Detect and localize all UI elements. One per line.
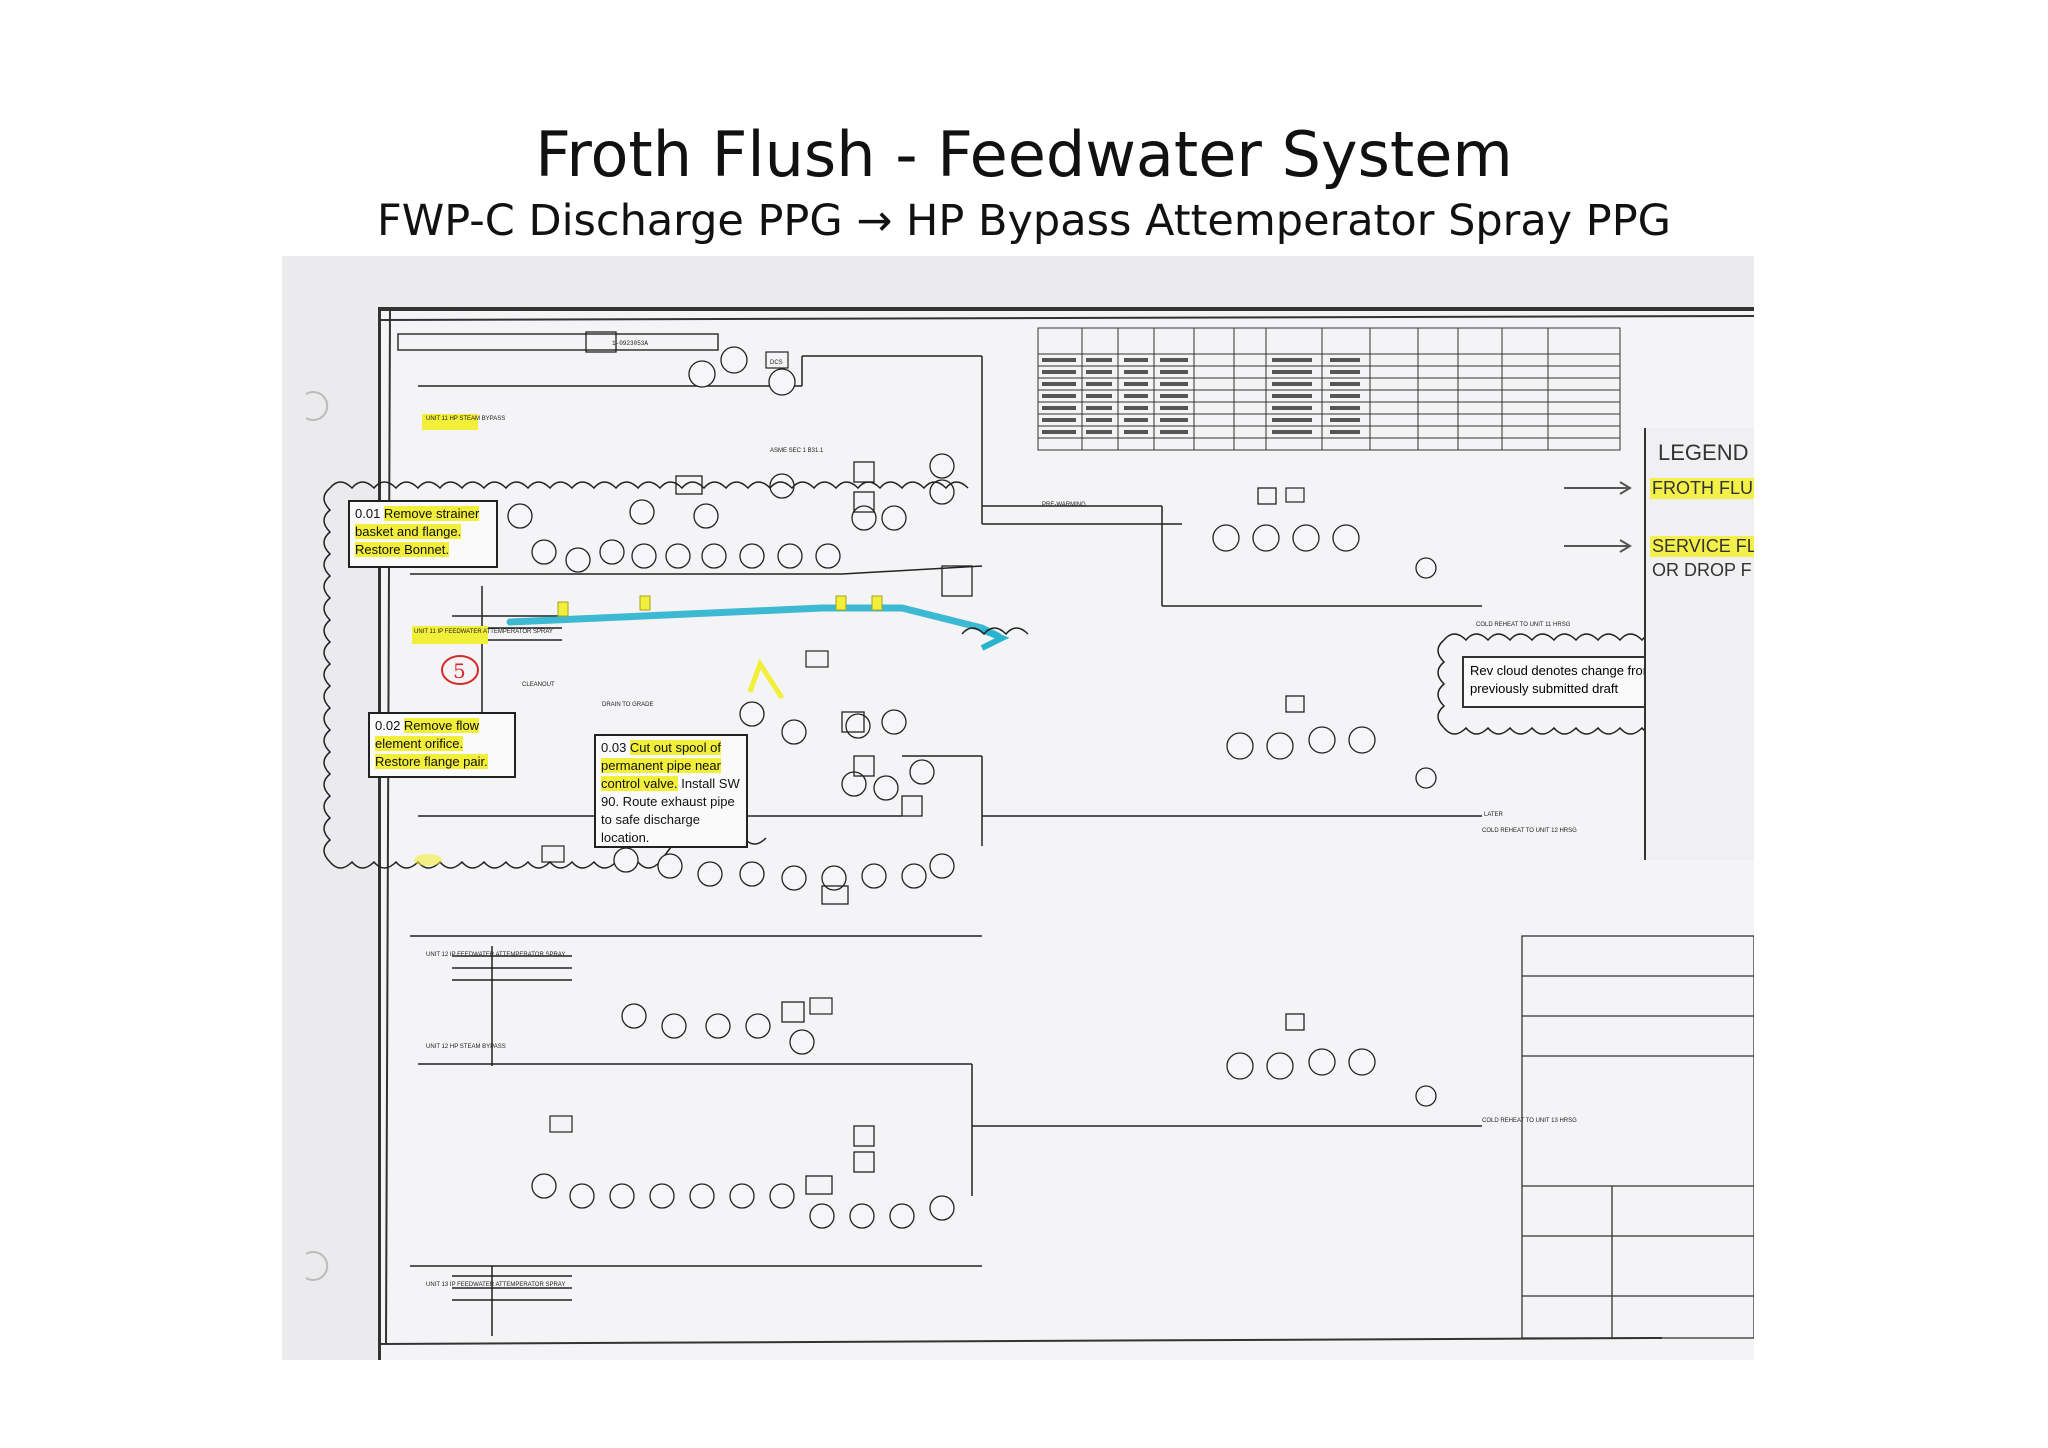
unit-13-piping [410, 1063, 1482, 1336]
froth-flush-path [506, 604, 1002, 640]
pid-drawing: 1-0923053A [305, 307, 1754, 1345]
legend-froth-flush: FROTH FLU [1650, 478, 1754, 499]
pre-warming-label: PRE-WARMING [1042, 502, 1086, 508]
slide-subtitle: FWP-C Discharge PPG → HP Bypass Attemper… [377, 196, 1671, 246]
note-0-02: 0.02 Remove flow element orifice. Restor… [368, 712, 516, 778]
unit-12-instruments [613, 701, 1437, 891]
pid-photo: 1-0923053A [282, 256, 1754, 1360]
unit-11-piping [410, 355, 1482, 726]
note-0-01-number: 0.01 [355, 506, 384, 521]
cold-reheat-13-label: COLD REHEAT TO UNIT 13 HRSG [1482, 1118, 1577, 1124]
asme-label: ASME SEC 1 B31.1 [770, 448, 824, 454]
legend: LEGEND FROTH FLU SERVICE FL OR DROP F [1564, 428, 1754, 860]
unit11-steam-bypass-label: UNIT 11 HP STEAM BYPASS [426, 416, 505, 422]
unit-12-piping [410, 755, 1482, 1066]
unit-11-instruments [507, 346, 1437, 579]
handwritten-circle [441, 655, 479, 685]
note-0-03-text: Install SW 90. Route exhaust pipe to saf… [601, 776, 740, 845]
legend-arrows [1564, 481, 1632, 553]
unit-13-instruments [531, 1003, 1437, 1229]
drawing-number: 1-0923053A [612, 340, 648, 347]
legend-title: LEGEND [1658, 440, 1749, 465]
handwritten-number: 5 [453, 659, 466, 683]
cold-reheat-11-label: COLD REHEAT TO UNIT 11 HRSG [1476, 622, 1571, 628]
legend-drop: OR DROP F [1652, 560, 1752, 580]
note-0-03: 0.03 Cut out spool of permanent pipe nea… [594, 734, 748, 848]
title-block [1521, 935, 1754, 1339]
note-0-03-number: 0.03 [601, 740, 630, 755]
line-data-table [1037, 327, 1621, 451]
dcs-label: DCS [770, 360, 783, 366]
note-0-02-number: 0.02 [375, 718, 404, 733]
drain-to-grade-label: DRAIN TO GRADE [602, 702, 653, 708]
note-0-03-highlight: Cut out spool of permanent pipe near con… [601, 740, 721, 791]
unit12-ip-feedwater-label: UNIT 12 IP FEEDWATER ATTEMPERATOR SPRAY [426, 952, 565, 958]
note-0-01: 0.01 Remove strainer basket and flange. … [348, 500, 498, 568]
unit11-ip-feedwater-label: UNIT 11 IP FEEDWATER ATTEMPERATOR SPRAY [414, 629, 553, 635]
froth-flush-arrowhead [980, 627, 1010, 651]
revision-clouds [323, 481, 1665, 869]
unit13-ip-feedwater-label: UNIT 13 IP FEEDWATER ATTEMPERATOR SPRAY [426, 1282, 565, 1288]
later-label: LATER [1484, 812, 1504, 818]
cold-reheat-12-label: COLD REHEAT TO UNIT 12 HRSG [1482, 828, 1577, 834]
slide-title: Froth Flush - Feedwater System [535, 118, 1513, 191]
unit12-steam-bypass-label: UNIT 12 HP STEAM BYPASS [426, 1044, 506, 1050]
legend-service-flush: SERVICE FL [1650, 536, 1754, 557]
cleanout-label: CLEANOUT [522, 682, 555, 688]
